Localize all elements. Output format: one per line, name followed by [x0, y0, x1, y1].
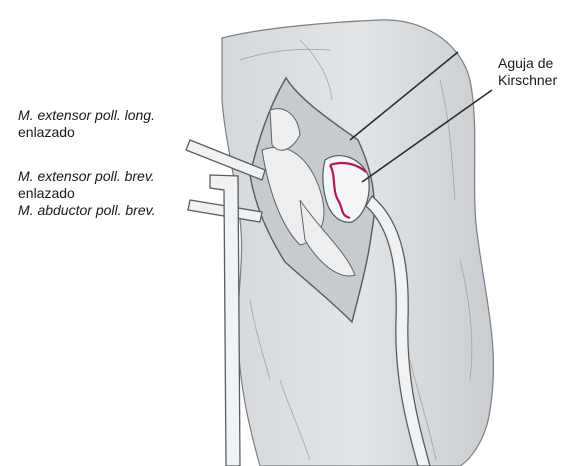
- retractors: [185, 139, 431, 466]
- extensor-longus-status: enlazado: [18, 124, 75, 140]
- kirschner-label-line2: Kirschner: [498, 72, 558, 88]
- abductor-brevis-name: M. abductor poll. brev.: [18, 202, 156, 218]
- kirschner-wires: [349, 51, 493, 183]
- scaphoid-bone: [322, 155, 370, 223]
- skin-shading: [239, 39, 473, 461]
- extensor-longus-label: M. extensor poll. long. enlazado: [18, 107, 155, 141]
- tendons: [261, 108, 356, 277]
- kirschner-wire-label: Aguja de Kirschner: [498, 55, 557, 89]
- extensor-brevis-status: enlazado: [18, 185, 75, 201]
- extensor-brevis-name: M. extensor poll. brev.: [18, 168, 155, 184]
- kirschner-label-line1: Aguja de: [498, 55, 554, 71]
- extensor-longus-name: M. extensor poll. long.: [18, 107, 155, 123]
- fracture-line: [329, 161, 367, 220]
- extensor-brevis-label: M. extensor poll. brev. enlazado M. abdu…: [18, 168, 155, 219]
